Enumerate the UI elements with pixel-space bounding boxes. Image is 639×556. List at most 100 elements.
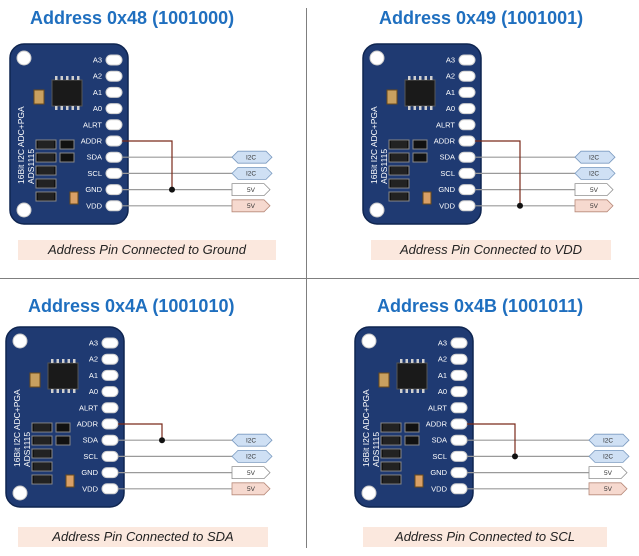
pin-label: ALRT: [428, 403, 447, 412]
pin-label: A2: [89, 355, 98, 364]
pin-label: A3: [89, 339, 98, 348]
resistor-body: [391, 141, 407, 148]
pin-label: ALRT: [436, 120, 455, 129]
resistor-body: [383, 463, 399, 470]
pin-label: A0: [438, 387, 447, 396]
chip-lead: [77, 76, 80, 80]
pin-label: ADDR: [434, 137, 456, 146]
board-label-line: ADS1115: [22, 432, 32, 467]
chip-lead: [411, 359, 414, 363]
mounting-hole: [16, 50, 32, 66]
resistor-body: [383, 424, 399, 431]
board-label-line: 16Bit I2C ADC+PGA: [361, 389, 371, 467]
pin-pad: [450, 434, 468, 446]
chip-lead: [56, 389, 59, 393]
pin-pad: [105, 70, 123, 82]
signal-tag-label: I2C: [589, 155, 599, 162]
pin-label: VDD: [431, 484, 447, 493]
resistor-body: [391, 154, 407, 161]
pin-pad: [450, 418, 468, 430]
resistor-body: [391, 193, 407, 200]
resistor: [404, 422, 420, 433]
signal-tag-gnd: [588, 466, 628, 479]
connection-caption: Address Pin Connected to SCL: [363, 527, 607, 547]
pin-label: SDA: [440, 153, 455, 162]
pin-pad: [105, 167, 123, 179]
resistor-body: [34, 424, 50, 431]
pin-pad: [105, 184, 123, 196]
addr-wire: [118, 423, 163, 441]
pin-pad: [101, 467, 119, 479]
pin-label: A3: [438, 339, 447, 348]
signal-tag-gnd: [231, 183, 271, 196]
pin-label: SCL: [83, 452, 98, 461]
connection-caption: Address Pin Connected to VDD: [371, 240, 611, 260]
signal-tag-label: 5V: [247, 486, 256, 493]
signal-tag-label: 5V: [247, 203, 256, 210]
chip-lead: [66, 106, 69, 110]
chip-lead: [416, 359, 419, 363]
chip-lead: [413, 106, 416, 110]
signal-tag-label: I2C: [246, 155, 256, 162]
board-label-line: 16Bit I2C ADC+PGA: [16, 106, 26, 184]
board-label-line: 16Bit I2C ADC+PGA: [12, 389, 22, 467]
pin-label: A0: [93, 104, 102, 113]
pin-label: GND: [81, 468, 98, 477]
mounting-hole: [361, 485, 377, 501]
pin-pad: [101, 434, 119, 446]
resistor: [404, 435, 420, 446]
resistor-body: [38, 167, 54, 174]
capacitor: [414, 474, 424, 488]
signal-tag-scl: [588, 450, 630, 463]
resistor-body: [34, 450, 50, 457]
address-title: Address 0x48 (1001000): [30, 8, 235, 28]
capacitor: [378, 372, 390, 388]
pin-label: A0: [89, 387, 98, 396]
pin-pad: [450, 369, 468, 381]
signal-tag-vdd: [574, 199, 614, 213]
signal-tag-label: I2C: [589, 171, 599, 178]
pin-label: SCL: [432, 452, 447, 461]
pin-pad: [450, 483, 468, 495]
capacitor: [29, 372, 41, 388]
pin-pad: [458, 119, 476, 131]
chip-lead: [419, 106, 422, 110]
junction-dot: [169, 186, 175, 193]
pin-label: A3: [93, 56, 102, 65]
adc-chip: [404, 79, 436, 107]
signal-tag-vdd: [231, 482, 271, 496]
chip-lead: [416, 389, 419, 393]
chip-lead: [408, 76, 411, 80]
pin-label: A1: [93, 88, 102, 97]
board-label-line: 16Bit I2C ADC+PGA: [369, 106, 379, 184]
resistor: [55, 422, 71, 433]
resistor-body: [38, 193, 54, 200]
signal-tag-scl: [231, 450, 273, 463]
pin-label: SDA: [83, 436, 98, 445]
pin-label: VDD: [439, 201, 455, 210]
chip-lead: [430, 76, 433, 80]
chip-lead: [55, 106, 58, 110]
chip-lead: [413, 76, 416, 80]
chip-lead: [430, 106, 433, 110]
adc-chip: [47, 362, 79, 390]
pin-pad: [105, 135, 123, 147]
junction-dot: [517, 202, 523, 209]
pin-label: ADDR: [81, 137, 103, 146]
pin-label: VDD: [86, 201, 102, 210]
chip-lead: [422, 389, 425, 393]
resistor-body: [391, 167, 407, 174]
mounting-hole: [12, 485, 28, 501]
signal-tag-label: I2C: [246, 171, 256, 178]
pin-label: SDA: [432, 436, 447, 445]
pin-label: ALRT: [79, 403, 98, 412]
signal-tag-label: 5V: [604, 470, 613, 477]
